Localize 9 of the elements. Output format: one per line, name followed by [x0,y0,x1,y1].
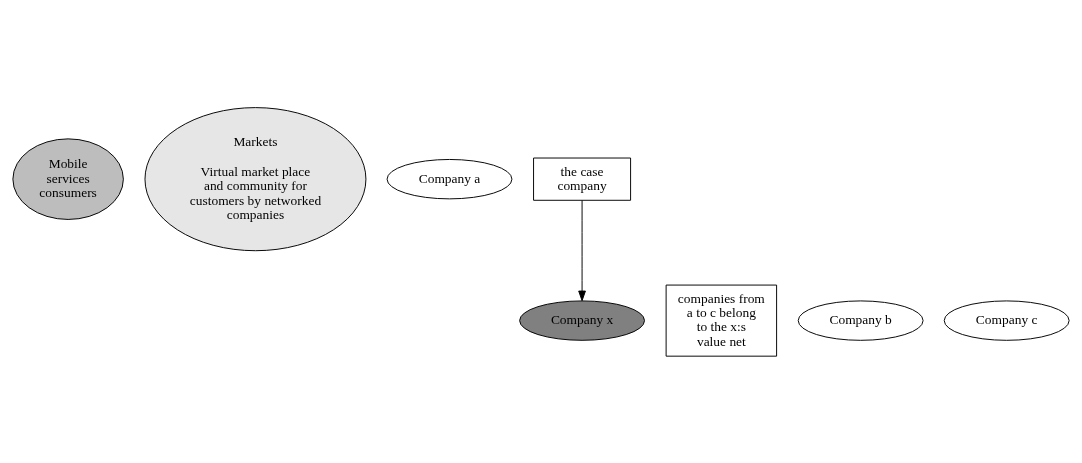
node-ellipse: Company c [943,299,1070,341]
node-ellipse: Mobile services consumers [12,137,124,220]
node-ellipse: Company x [519,299,645,341]
arrow [578,199,586,301]
node-ellipse: Company a [386,158,513,199]
node-ellipse: Markets Virtual market place and community for customers by networked companies [144,106,367,251]
node-ellipse: Company b [797,299,924,341]
node-box: the case company [533,157,632,201]
node-box: companies from a to c belong to the x:s value net [665,284,778,357]
